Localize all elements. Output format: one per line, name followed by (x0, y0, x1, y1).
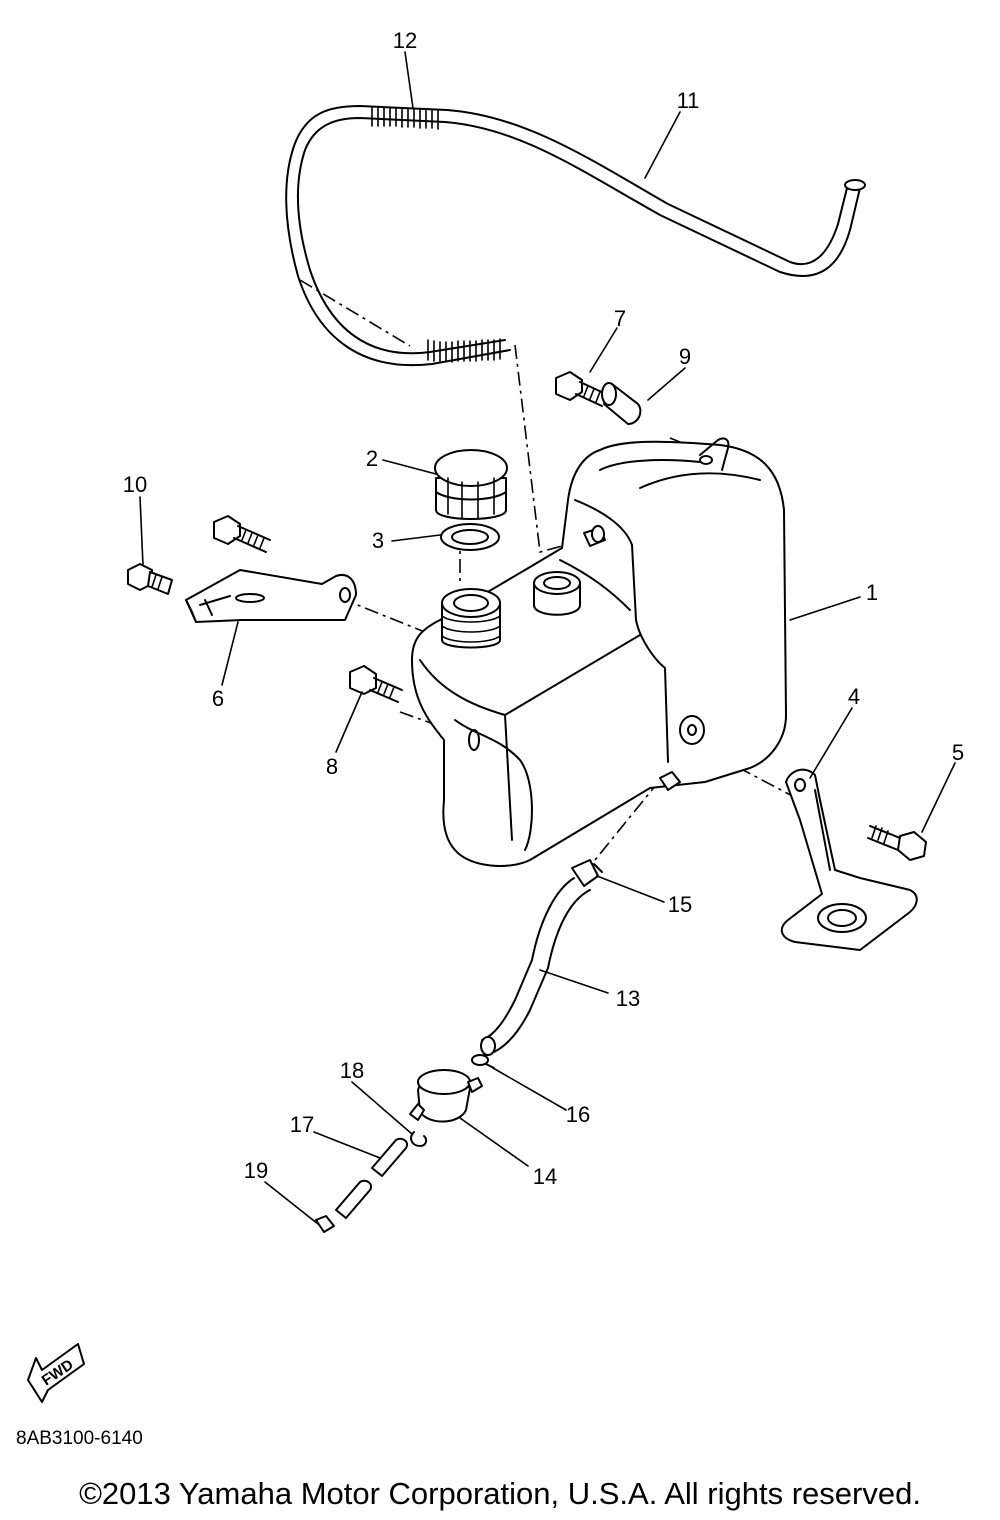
callout-2: 2 (366, 446, 378, 471)
bracket-right (780, 768, 918, 951)
breather-nipple (583, 525, 606, 547)
drain-hose (480, 877, 591, 1056)
leader-lines (139, 51, 956, 1225)
callout-10: 10 (123, 472, 147, 497)
bolt-8 (349, 665, 403, 703)
callout-6: 6 (212, 686, 224, 711)
bolt-upper-left (213, 515, 271, 553)
bolt-10 (127, 563, 173, 595)
bracket-left (185, 569, 357, 623)
clip-18 (410, 1131, 428, 1147)
diagram-code: 8AB3100-6140 (16, 1428, 143, 1449)
bolt-5 (867, 825, 927, 861)
clamp-16 (471, 1054, 495, 1069)
drain-nipple (659, 771, 681, 791)
callout-5: 5 (952, 740, 964, 765)
clip-19 (315, 1215, 335, 1233)
cap-gasket (440, 523, 500, 551)
filler-neck (441, 588, 501, 649)
callout-17: 17 (290, 1112, 314, 1137)
copyright-notice: ©2013 Yamaha Motor Corporation, U.S.A. A… (79, 1476, 921, 1511)
collar-9 (601, 382, 642, 425)
breather-hose (285, 105, 866, 367)
oil-tank (411, 437, 787, 867)
callout-13: 13 (616, 986, 640, 1011)
callout-16: 16 (566, 1102, 590, 1127)
callout-4: 4 (848, 684, 860, 709)
callout-3: 3 (372, 528, 384, 553)
hose-spring-upper (371, 107, 439, 130)
clamp-15 (571, 859, 603, 887)
filler-cap (434, 449, 508, 520)
callout-numbers: 12 11 7 9 2 10 3 1 6 4 5 8 15 13 18 16 1… (123, 28, 964, 1189)
hose-spring-lower (427, 338, 501, 363)
callout-11: 11 (677, 88, 700, 113)
callout-19: 19 (244, 1158, 268, 1183)
hose-17 (335, 1137, 408, 1219)
callout-7: 7 (614, 306, 626, 331)
callout-12: 12 (393, 28, 417, 53)
callout-1: 1 (866, 580, 878, 605)
fuel-filter (409, 1069, 483, 1123)
callout-9: 9 (679, 344, 691, 369)
tank-outlet (533, 571, 581, 616)
fwd-arrow: FWD (27, 1343, 85, 1403)
callout-14: 14 (533, 1164, 557, 1189)
callout-15: 15 (668, 892, 692, 917)
bolt-7 (555, 371, 607, 407)
callout-18: 18 (340, 1058, 364, 1083)
callout-8: 8 (326, 754, 338, 779)
